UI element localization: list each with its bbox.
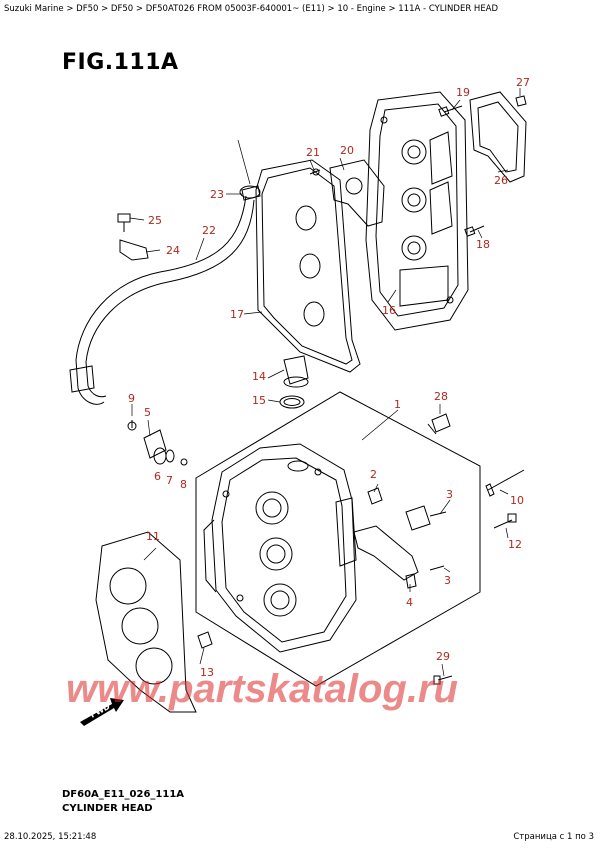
head-cover-gasket [255,159,361,373]
callout-2: 2 [370,468,377,481]
callout-21: 21 [306,146,320,159]
callout-7: 7 [166,474,173,487]
callout-8: 8 [180,478,187,491]
breather-hose [69,185,261,405]
callout-10: 10 [510,494,524,507]
callout-9: 9 [128,392,135,405]
hose-clip [117,213,149,261]
breather-cover [469,91,527,183]
print-timestamp: 28.10.2025, 15:21:48 [4,832,97,842]
breadcrumb: Suzuki Marine > DF50 > DF50 > DF50AT026 … [4,4,499,14]
callout-14: 14 [252,370,266,383]
callout-15: 15 [252,394,266,407]
figure-code: DF60A_E11_026_111A [62,789,185,800]
long-bolt [485,469,525,529]
callout-6: 6 [154,470,161,483]
cylinder-head-cover [365,91,469,331]
callout-26: 26 [494,174,508,187]
bracket-assembly [353,505,447,589]
callout-19: 19 [456,86,470,99]
callout-22: 22 [202,224,216,237]
callout-18: 18 [476,238,490,251]
callout-1: 1 [394,398,401,411]
watermark: www.partskatalog.ru [66,667,458,711]
callout-13: 13 [200,666,214,679]
callout-27: 27 [516,76,530,89]
callout-28: 28 [434,390,448,403]
callout-3b: 3 [444,574,451,587]
callout-4: 4 [406,596,413,609]
bolts-head-cover [438,105,485,237]
breather-gasket [309,159,385,227]
callout-3a: 3 [446,488,453,501]
dowel-13 [197,631,213,649]
figure-name: CYLINDER HEAD [62,803,153,814]
bolt-29 [433,675,453,685]
dowel-pin [367,487,383,505]
callout-17: 17 [230,308,244,321]
callout-11: 11 [146,530,160,543]
callout-16: 16 [382,304,396,317]
callout-25: 25 [148,214,162,227]
figure-title: FIG.111A [62,50,179,75]
oil-filler-cap [279,355,309,409]
callout-29: 29 [436,650,450,663]
callout-5: 5 [144,406,151,419]
page-indicator: Страница с 1 по 3 [513,832,594,842]
callout-24: 24 [166,244,180,257]
temp-sensor [427,413,451,435]
callout-labels: 1 2 3 3 4 5 6 7 8 9 10 11 12 13 14 15 16… [128,76,530,679]
head-gasket [95,531,197,713]
callout-20: 20 [340,144,354,157]
callout-23: 23 [210,188,224,201]
cylinder-head [195,391,481,687]
leader-lines [129,88,521,677]
thermostat-parts [127,420,188,466]
callout-12: 12 [508,538,522,551]
